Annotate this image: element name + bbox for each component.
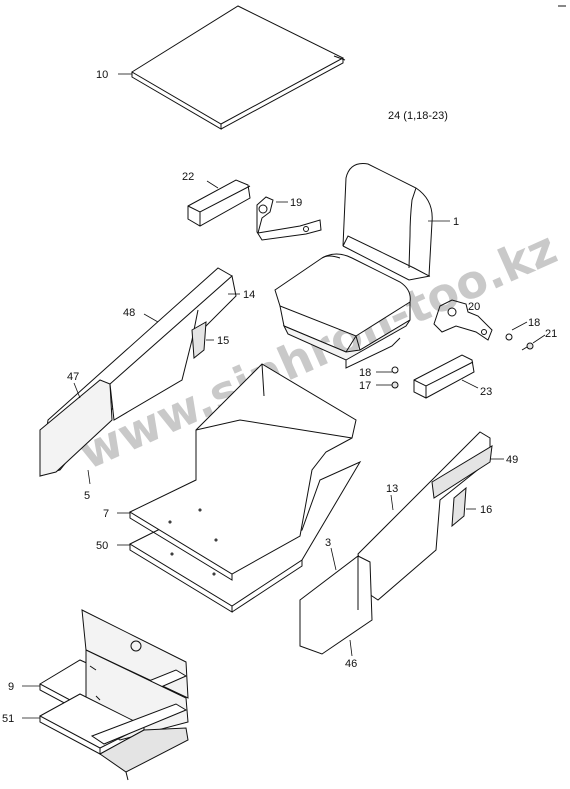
part-label-3: 3: [325, 537, 331, 549]
part-label-47: 47: [67, 371, 79, 383]
bracket-20: [433, 299, 493, 341]
part-label-51: 51: [2, 713, 14, 725]
leader-5: [87, 469, 91, 485]
assembly-label: 24 (1,18-23): [388, 110, 448, 122]
part-label-17: 17: [359, 380, 371, 392]
part-label-20: 20: [468, 301, 480, 313]
bolt-18-upper: [505, 333, 513, 341]
mat-panel-10: [131, 5, 346, 130]
armrest-22: [187, 179, 251, 227]
part-label-9: 9: [8, 681, 14, 693]
part-label-16: 16: [480, 504, 492, 516]
washer-17: [391, 381, 399, 389]
leader-23: [461, 379, 479, 389]
part-label-18-lower: 18: [359, 367, 371, 379]
part-label-14: 14: [243, 289, 255, 301]
leader-18-upper: [511, 321, 528, 331]
leader-47: [73, 382, 81, 399]
part-label-1: 1: [453, 216, 459, 228]
leader-48: [143, 313, 159, 323]
side-insulation-15: [191, 321, 207, 359]
part-label-15: 15: [217, 335, 229, 347]
part-label-46: 46: [345, 658, 357, 670]
bracket-19: [256, 196, 322, 241]
leader-46: [349, 639, 353, 657]
part-label-13: 13: [386, 483, 398, 495]
part-label-50: 50: [96, 540, 108, 552]
side-panel-left-47: [39, 379, 113, 477]
side-insulation-49: [431, 445, 493, 499]
part-label-21: 21: [545, 328, 557, 340]
leader-21: [532, 334, 546, 344]
floor-mat-7: [128, 363, 357, 581]
part-label-10: 10: [96, 69, 108, 81]
leader-13: [390, 494, 394, 511]
armrest-23: [413, 354, 475, 399]
leader-3: [330, 547, 337, 571]
part-label-5: 5: [84, 490, 90, 502]
screw-21: [521, 342, 534, 351]
leader-22: [206, 180, 219, 189]
part-label-23: 23: [480, 386, 492, 398]
part-label-7: 7: [103, 508, 109, 520]
floor-plate-assembly: [38, 609, 189, 781]
side-insulation-16: [451, 486, 467, 528]
part-label-19: 19: [290, 197, 302, 209]
part-label-48: 48: [123, 307, 135, 319]
side-panel-right-3: [299, 555, 373, 655]
part-label-49: 49: [506, 454, 518, 466]
part-label-22: 22: [182, 171, 194, 183]
part-label-18-upper: 18: [528, 317, 540, 329]
side-panel-right-13: [357, 431, 491, 601]
seat-1: [274, 163, 433, 369]
bolt-18-lower: [391, 366, 399, 374]
